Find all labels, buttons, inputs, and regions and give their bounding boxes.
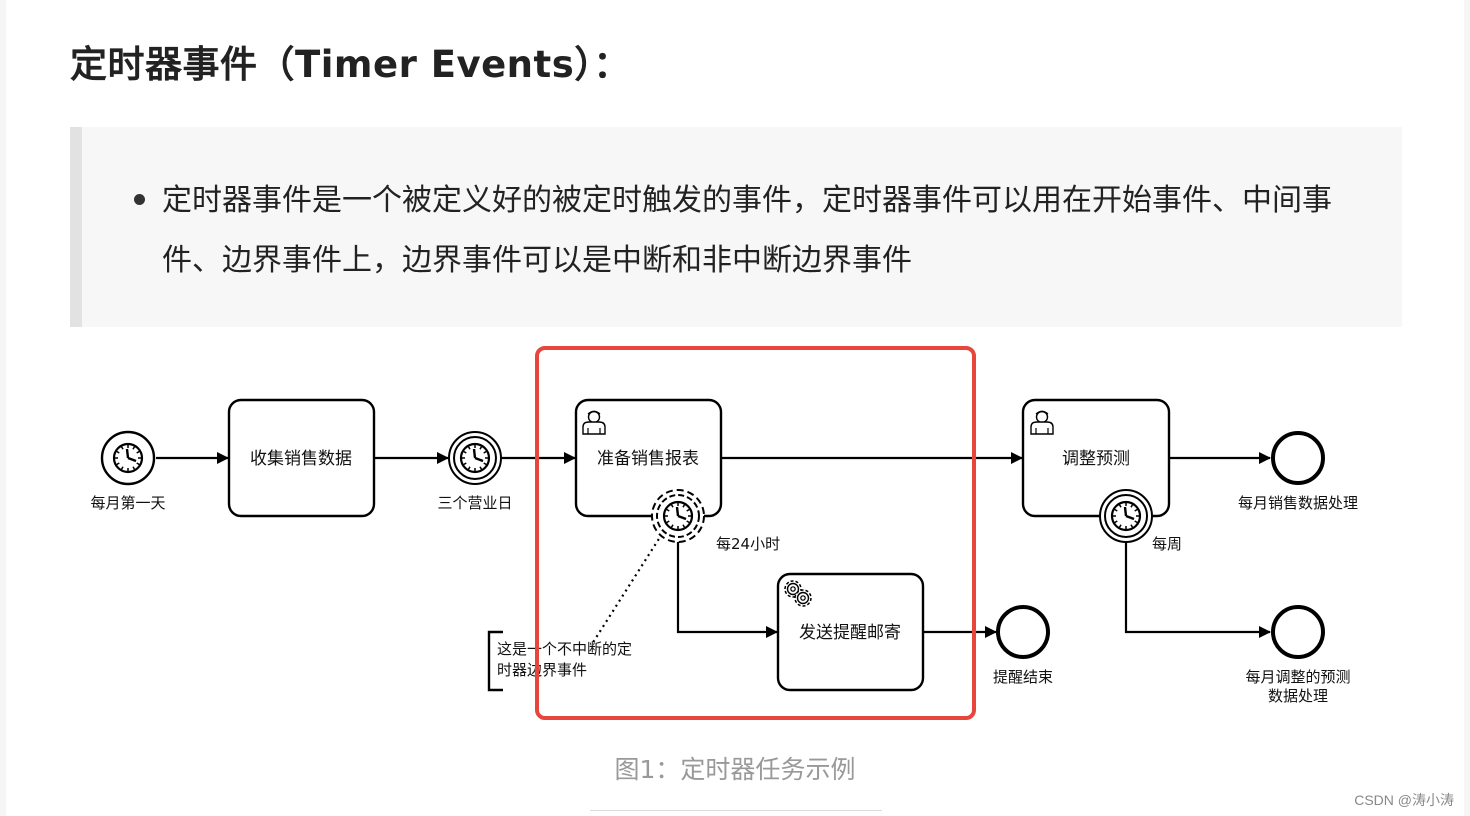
end-event-adjust: [1271, 605, 1325, 659]
caption-divider: [590, 810, 882, 811]
task-adjust-forecast: [1021, 398, 1171, 518]
clock-icon: [459, 442, 491, 474]
boundary-timer-event-2: [1099, 489, 1153, 543]
highlight-box: [535, 346, 976, 720]
end-remind-label: 提醒结束: [993, 668, 1053, 686]
watermark: CSDN @涛小涛: [1354, 792, 1454, 808]
sequence-flows: [156, 452, 1271, 638]
start-timer-event: [100, 430, 156, 486]
task-adjust-label: 调整预测: [1062, 449, 1130, 469]
end-adjust-label-1: 每月调整的预测: [1245, 668, 1350, 686]
intermediate-timer-label: 三个营业日: [437, 494, 512, 512]
task-send-reminder: [776, 572, 925, 692]
association-line: [591, 533, 663, 645]
intermediate-timer-event: [448, 431, 502, 485]
task-collect-label: 收集销售数据: [250, 449, 352, 469]
clock-icon: [662, 500, 694, 532]
clock-icon: [112, 442, 144, 474]
bullet-dot: [134, 194, 145, 205]
figure-caption: 图1：定时器任务示例: [614, 755, 856, 784]
end-monthly-label: 每月销售数据处理: [1238, 494, 1358, 512]
end-adjust-label-2: 数据处理: [1268, 687, 1328, 705]
task-prepare-label: 准备销售报表: [597, 449, 699, 469]
boundary-timer-label-1: 每24小时: [716, 535, 780, 553]
end-event-monthly: [1271, 431, 1325, 485]
boundary-timer-label-2: 每周: [1152, 535, 1182, 553]
task-send-label: 发送提醒邮寄: [799, 623, 901, 643]
boundary-timer-event-1: [651, 489, 705, 543]
gear-icon: [794, 589, 812, 607]
page-edge-left: [0, 0, 6, 816]
annotation-line-2: 时器边界事件: [497, 661, 587, 679]
annotation-line-1: 这是一个不中断的定: [497, 640, 632, 658]
clock-icon: [1110, 500, 1142, 532]
section-heading: 定时器事件（Timer Events）：: [70, 43, 631, 86]
task-collect-sales-data: [227, 398, 376, 518]
note-item: 定时器事件是一个被定义好的被定时触发的事件，定时器事件可以用在开始事件、中间事件…: [162, 183, 1332, 278]
blockquote: 定时器事件是一个被定义好的被定时触发的事件，定时器事件可以用在开始事件、中间事件…: [70, 127, 1402, 327]
end-event-remind: [996, 605, 1050, 659]
text-annotation-bracket: [487, 630, 503, 692]
start-event-label: 每月第一天: [90, 494, 165, 512]
task-prepare-sales-report: [574, 398, 723, 518]
page-edge-right: [1464, 0, 1470, 816]
